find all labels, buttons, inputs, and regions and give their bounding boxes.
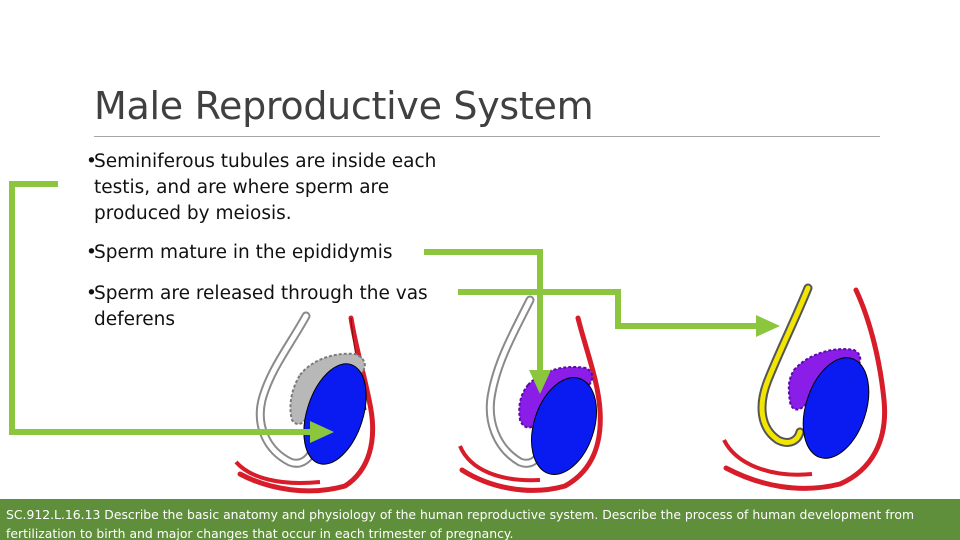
bullet-marker: • bbox=[86, 283, 97, 304]
arrow-epididymis bbox=[424, 249, 551, 394]
scrotum-base bbox=[722, 439, 813, 477]
bullet-marker: • bbox=[86, 151, 97, 172]
scrotum-base bbox=[458, 445, 541, 483]
vas-deferens-lumen bbox=[487, 297, 543, 466]
panel-vas-deferens bbox=[722, 283, 888, 491]
scrotum-outline bbox=[723, 287, 888, 491]
title-divider bbox=[94, 136, 880, 137]
footer-standard-text: SC.912.L.16.13 Describe the basic anatom… bbox=[6, 507, 915, 540]
scrotum-outline bbox=[459, 315, 603, 493]
bullet-vas-deferens: • Sperm are released through the vas def… bbox=[86, 281, 476, 333]
bullet-epididymis: • Sperm mature in the epididymis bbox=[86, 240, 476, 266]
bullet-seminiferous-tubules: • Seminiferous tubules are inside each t… bbox=[86, 149, 476, 227]
arrow-vas-deferens bbox=[458, 289, 780, 337]
testis bbox=[802, 357, 870, 459]
vas-deferens-lumen bbox=[257, 313, 315, 466]
arrow-seminiferous-tubules bbox=[9, 181, 334, 443]
bullet-text: Seminiferous tubules are inside each tes… bbox=[94, 151, 437, 224]
testis bbox=[531, 377, 597, 475]
testis bbox=[303, 363, 367, 465]
slide-title: Male Reproductive System bbox=[94, 84, 594, 128]
scrotum-base bbox=[234, 460, 321, 485]
vas-deferens-highlight-fill bbox=[759, 285, 811, 445]
panel-epididymis bbox=[458, 295, 603, 493]
footer-bar bbox=[0, 499, 960, 540]
panel-seminiferous-tubules bbox=[234, 311, 376, 494]
bullet-marker: • bbox=[86, 242, 97, 263]
bullet-text: Sperm mature in the epididymis bbox=[94, 242, 393, 263]
bullet-text: Sperm are released through the vas defer… bbox=[94, 283, 428, 330]
